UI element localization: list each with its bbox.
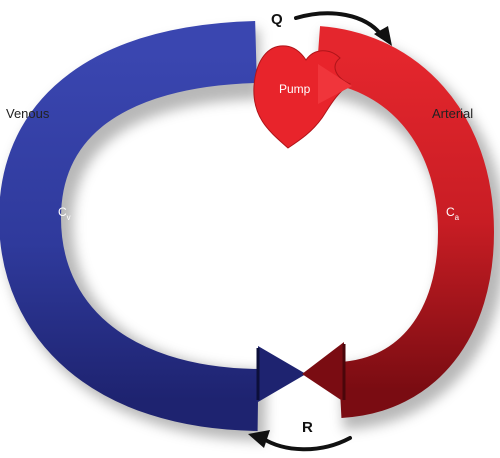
resistance-label: R bbox=[302, 419, 313, 436]
arterial-limb bbox=[314, 26, 495, 418]
arterial-arrowhead bbox=[302, 342, 344, 402]
venous-compliance-base: C bbox=[58, 205, 67, 219]
arterial-compliance-label: Ca bbox=[446, 205, 460, 222]
resistance-arrow-icon bbox=[260, 436, 352, 452]
heart-icon bbox=[253, 45, 352, 149]
flow-label: Q bbox=[271, 11, 283, 28]
arterial-compliance-base: C bbox=[446, 205, 455, 219]
arterial-compliance-sub: a bbox=[455, 213, 460, 222]
flow-arrow-icon bbox=[294, 11, 384, 38]
flow-arrowhead-icon bbox=[374, 26, 392, 46]
venous-arrowhead bbox=[258, 346, 306, 402]
venous-compliance-sub: v bbox=[67, 213, 71, 222]
resistance-arrowhead-icon bbox=[248, 430, 270, 448]
venous-compliance-label: Cv bbox=[58, 205, 71, 222]
venous-label: Venous bbox=[6, 106, 50, 121]
venous-limb bbox=[0, 21, 259, 431]
pump-label: Pump bbox=[279, 82, 311, 96]
arterial-label: Arterial bbox=[432, 106, 473, 121]
